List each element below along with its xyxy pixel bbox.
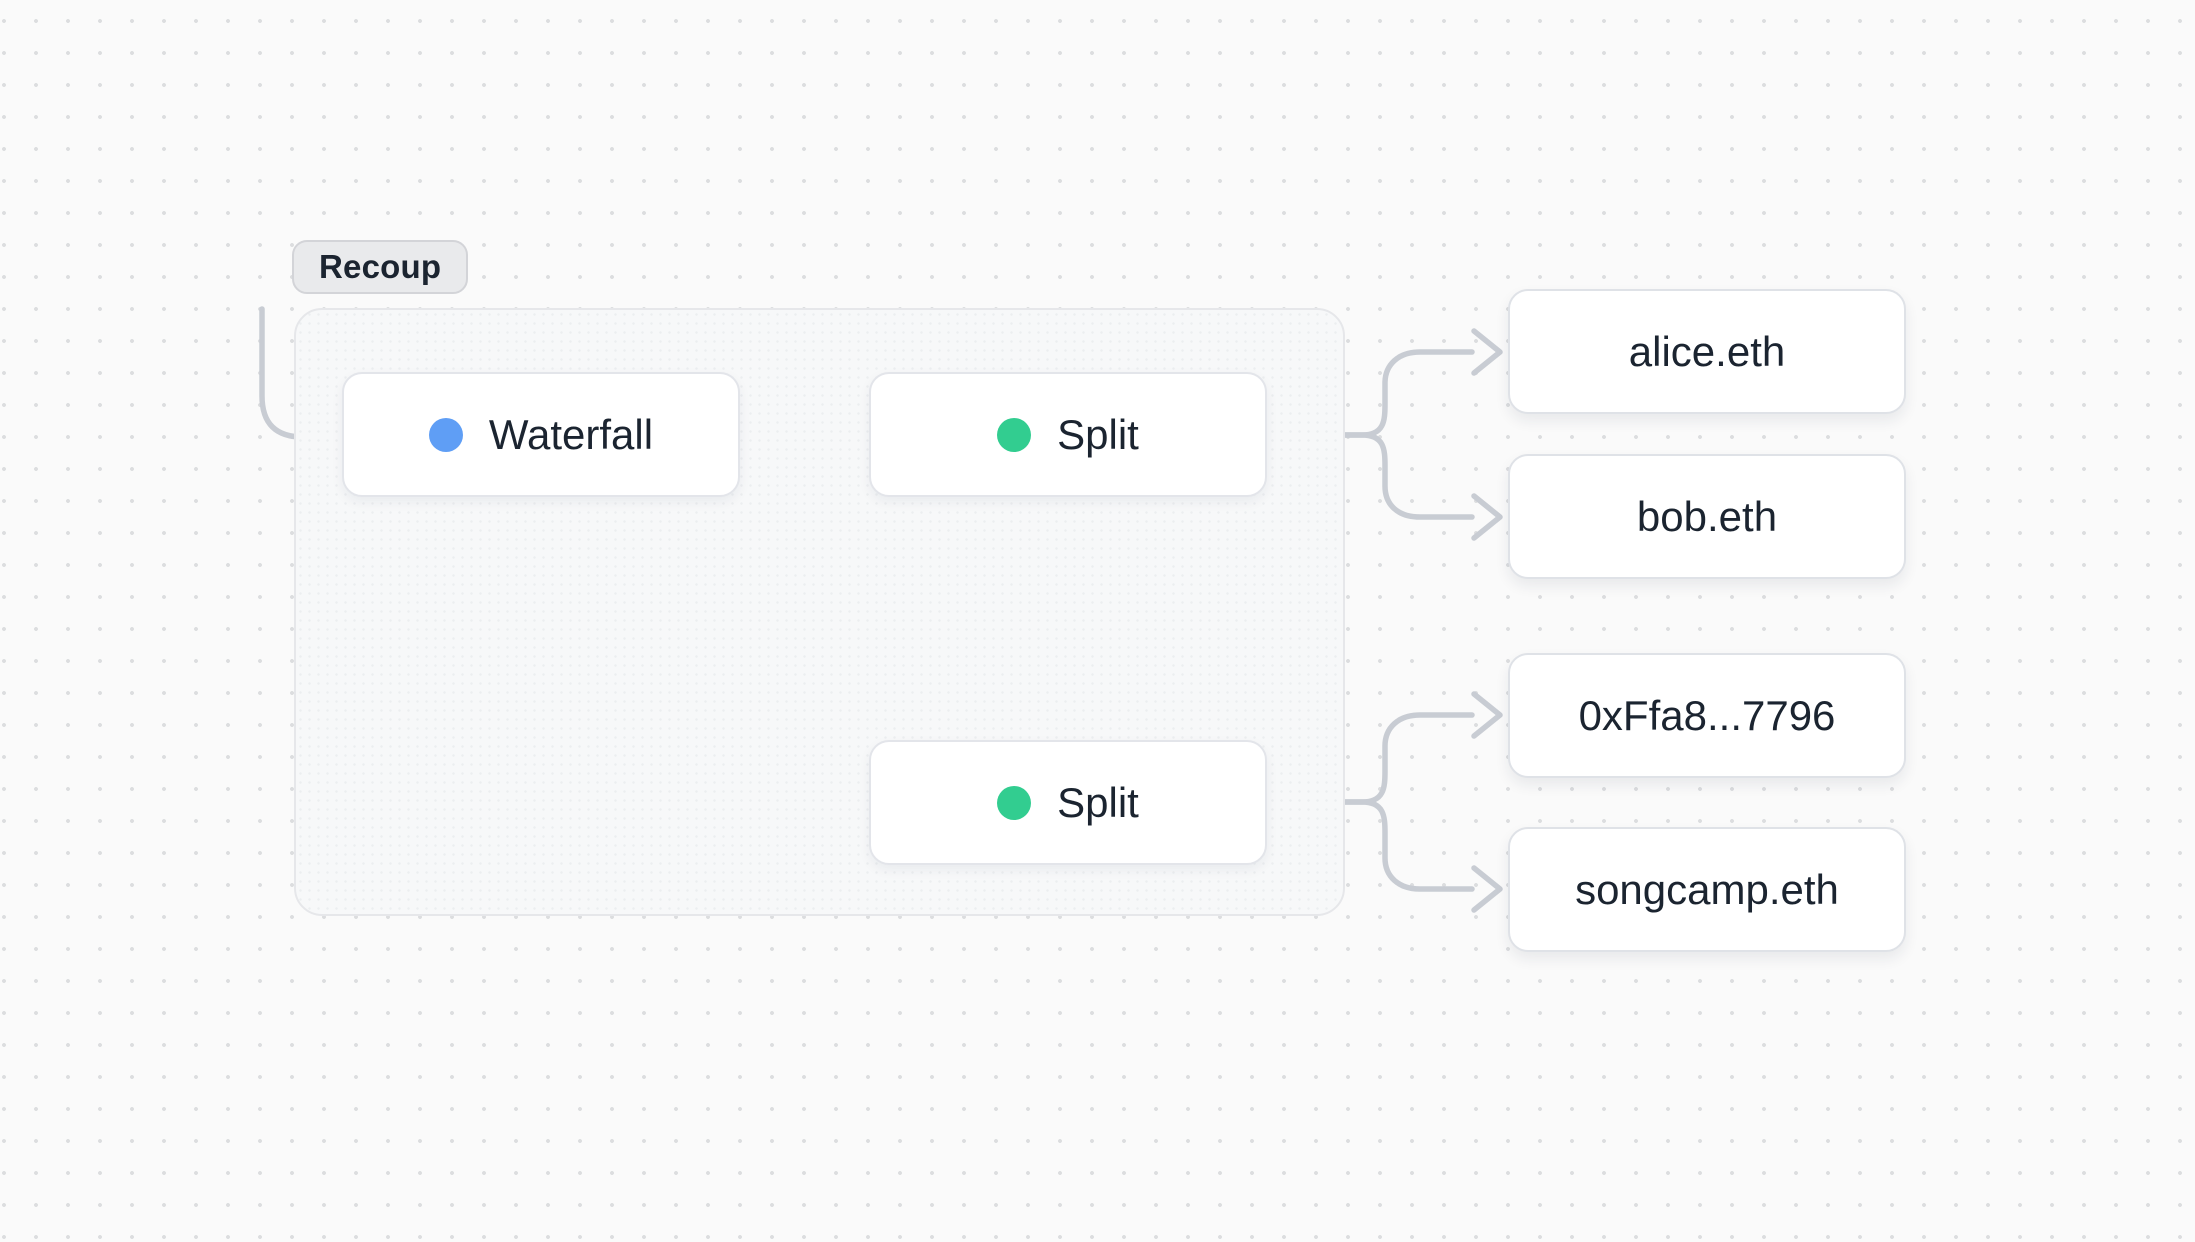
recoup-group-label-text: Recoup	[319, 248, 442, 285]
recipient-bob[interactable]: bob.eth	[1508, 454, 1906, 579]
recipient-alice[interactable]: alice.eth	[1508, 289, 1906, 414]
recipient-songcamp[interactable]: songcamp.eth	[1508, 827, 1906, 952]
recipient-alice-label: alice.eth	[1628, 327, 1786, 375]
waterfall-dot-icon	[428, 417, 463, 452]
split-node-1-label: Split	[1057, 410, 1139, 458]
split-dot-icon	[997, 785, 1032, 820]
waterfall-node-label: Waterfall	[488, 410, 654, 458]
split-node-1[interactable]: Split	[869, 372, 1267, 497]
recoup-group-label[interactable]: Recoup	[292, 240, 469, 294]
recipient-address-label: 0xFfa8...7796	[1578, 691, 1836, 739]
split-node-2[interactable]: Split	[869, 740, 1267, 865]
split-node-2-label: Split	[1057, 778, 1139, 826]
recipient-address[interactable]: 0xFfa8...7796	[1508, 653, 1906, 778]
recipient-bob-label: bob.eth	[1636, 492, 1778, 540]
split-dot-icon	[997, 417, 1032, 452]
waterfall-node[interactable]: Waterfall	[342, 372, 740, 497]
recipient-songcamp-label: songcamp.eth	[1575, 865, 1839, 913]
